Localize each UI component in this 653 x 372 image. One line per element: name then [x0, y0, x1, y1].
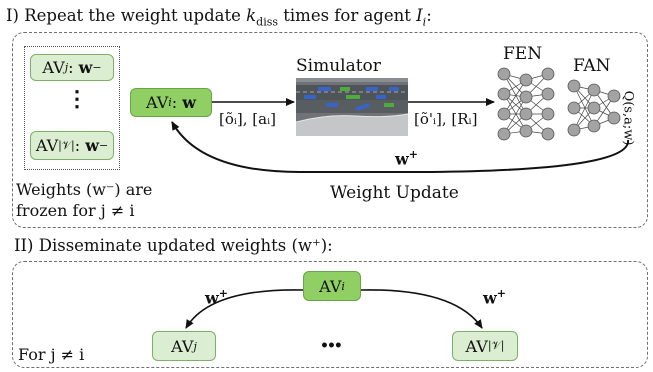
- stage2-note: For j ≠ i: [18, 345, 85, 364]
- stage1-panel: [12, 32, 648, 228]
- disseminate-left-arrow: [185, 289, 304, 329]
- weight-update-label: Weight Update: [330, 183, 459, 203]
- vertical-ellipsis: ⋮: [66, 86, 88, 112]
- w-plus-left-label: w+: [205, 287, 228, 308]
- frozen-agents-group: [24, 46, 120, 170]
- stage2-panel: [12, 261, 648, 368]
- simulator-image: [296, 78, 408, 136]
- fan-label: FAN: [573, 56, 611, 76]
- disseminate-right-arrow: [360, 289, 483, 329]
- stage1-title: I) Repeat the weight update kdiss times …: [6, 6, 432, 29]
- fan-network: [567, 79, 621, 137]
- horizontal-ellipsis: •••: [320, 338, 343, 354]
- fen-network: [497, 67, 555, 141]
- weight-update-arrow: [171, 121, 630, 173]
- obs-action-label: [õᵢ], [aᵢ]: [219, 110, 276, 128]
- frozen-weights-note: Weights (w⁻) are frozen for j ≠ i: [16, 180, 153, 220]
- stage2-title: II) Disseminate updated weights (w⁺):: [14, 236, 333, 255]
- w-plus-label: w+: [395, 148, 418, 169]
- frozen-agent-last: AV|𝒱|: w−: [30, 131, 114, 160]
- obs-reward-label: [õ'ᵢ], [Rᵢ]: [414, 110, 478, 128]
- simulator-label: Simulator: [296, 56, 381, 76]
- fen-label: FEN: [503, 44, 543, 64]
- target-agent-last: AV|𝒱|: [452, 331, 518, 361]
- w-plus-right-label: w+: [483, 287, 506, 308]
